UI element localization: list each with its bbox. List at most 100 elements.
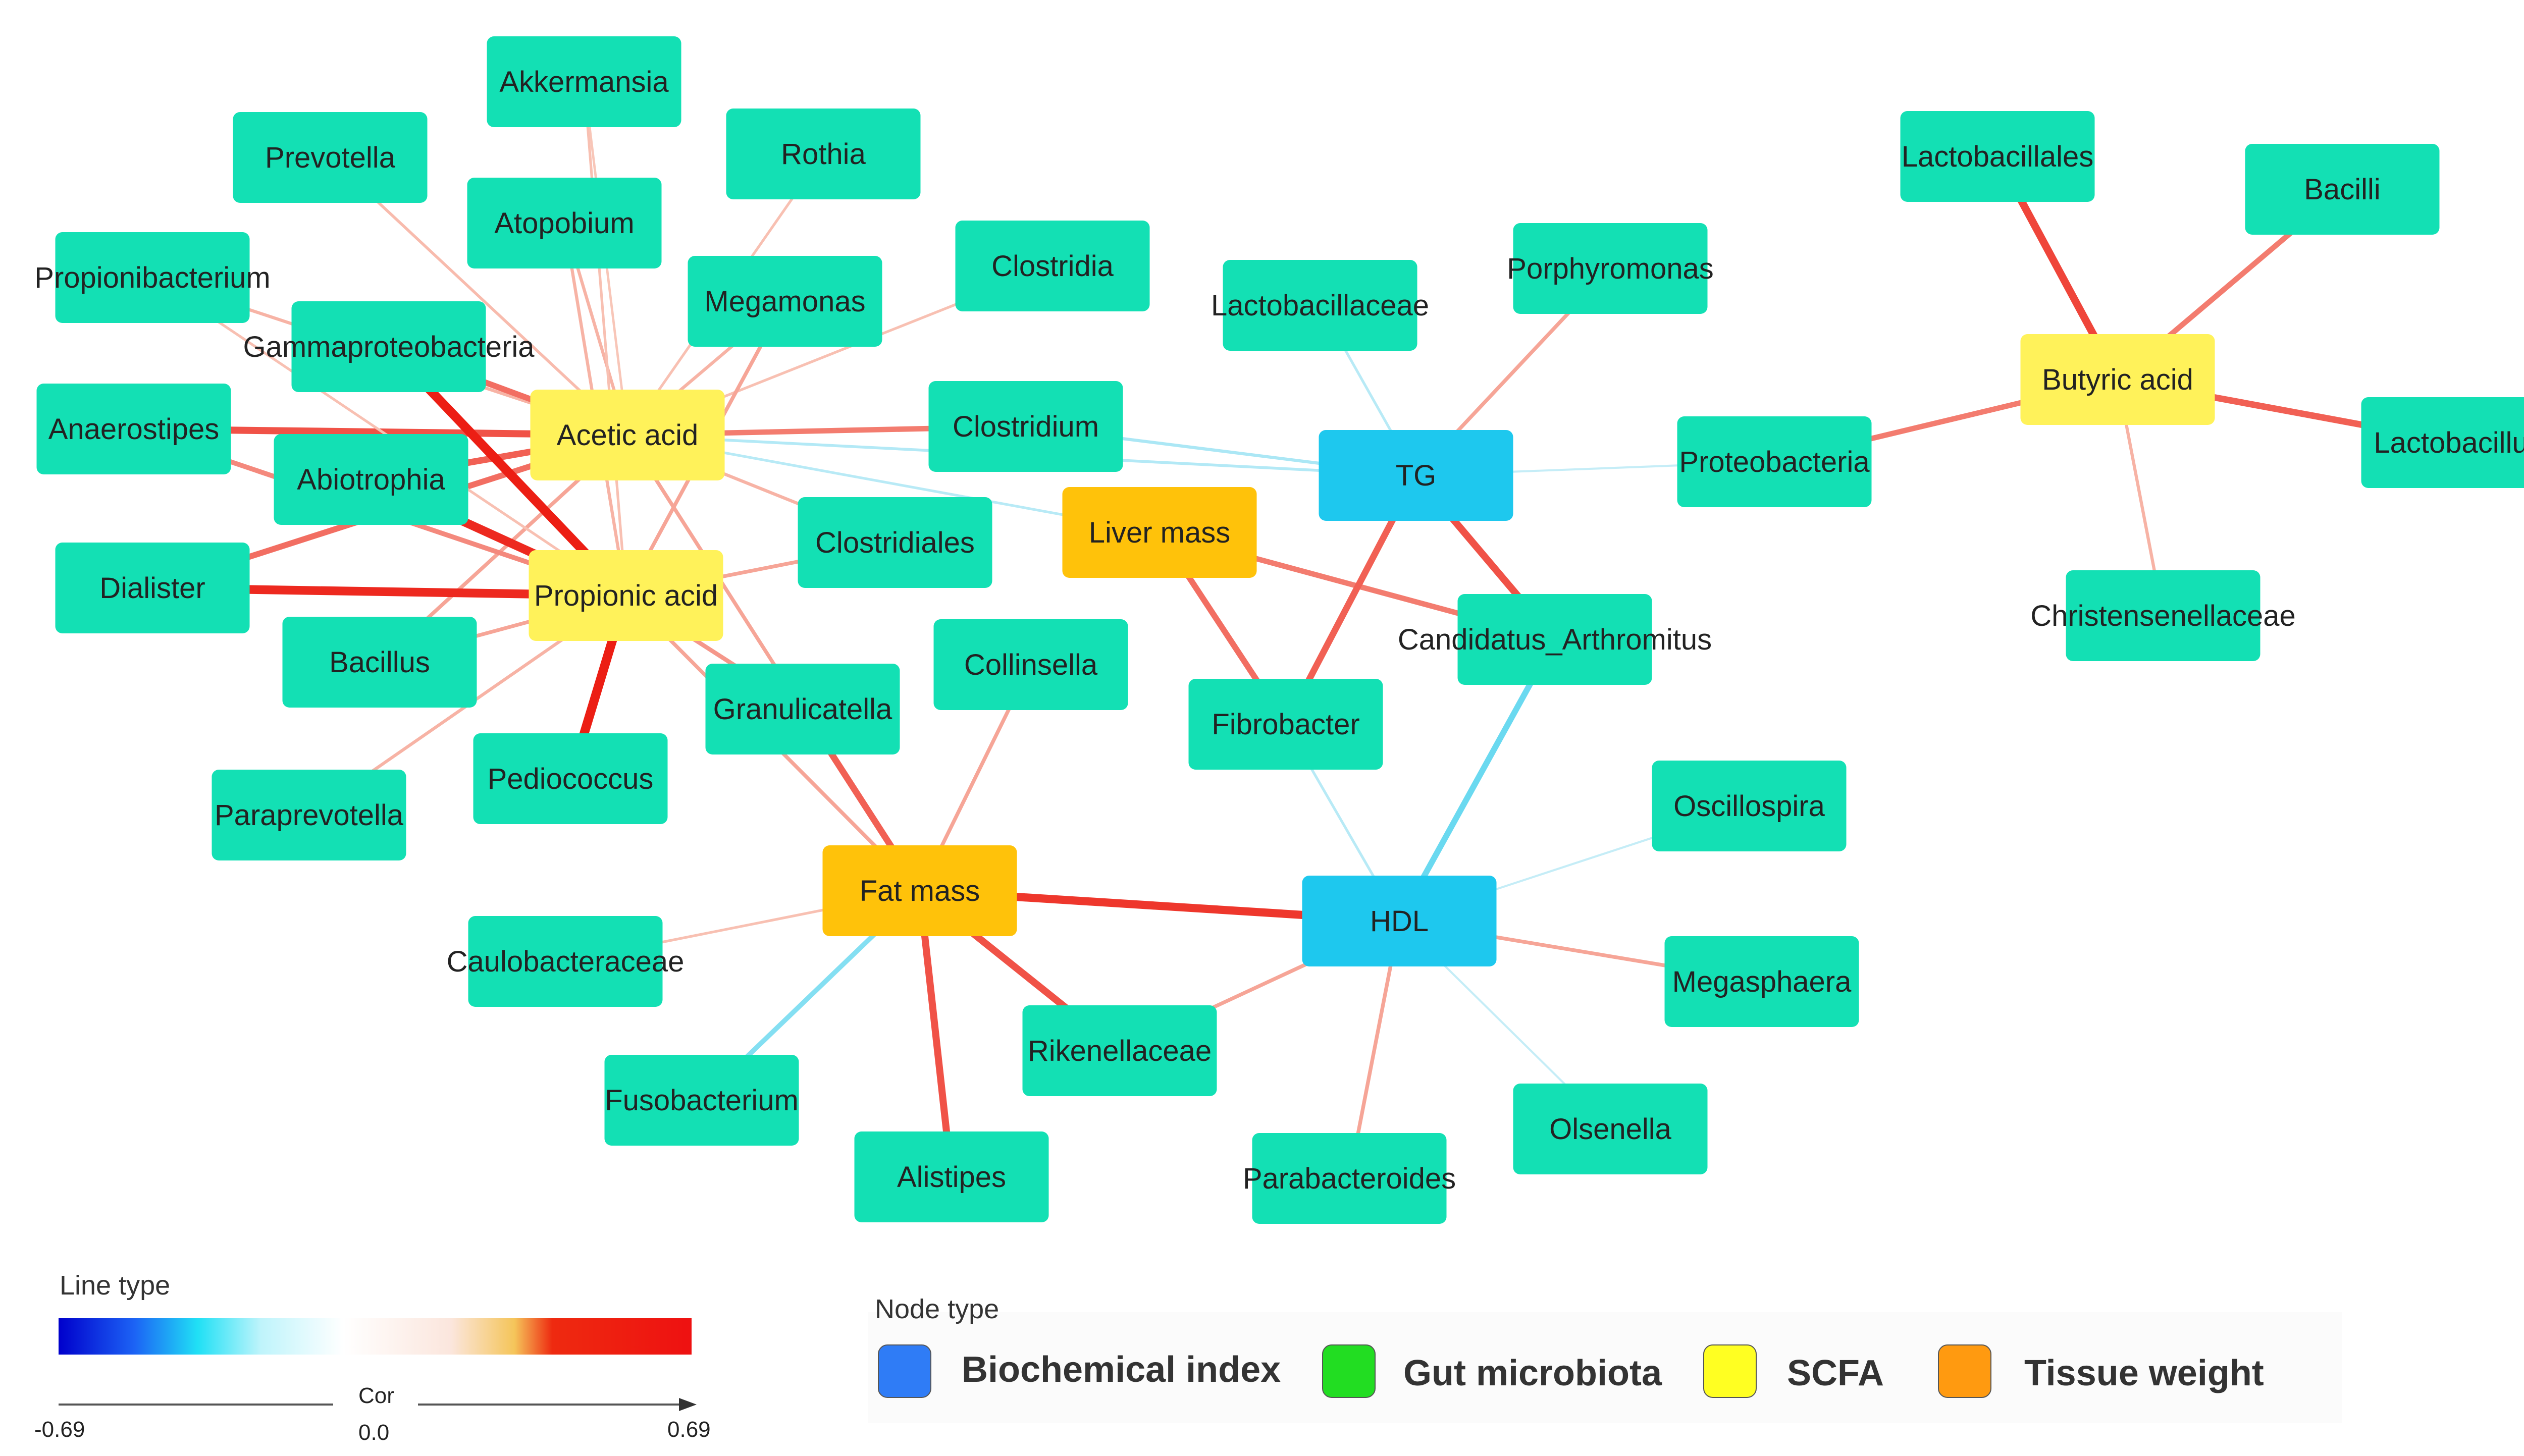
- node-megamonas[interactable]: Megamonas: [688, 256, 882, 347]
- node-box: [1252, 1133, 1447, 1224]
- node-box: [798, 497, 992, 588]
- node-propionic[interactable]: Propionic acid: [529, 550, 723, 641]
- node-atopobium[interactable]: Atopobium: [467, 178, 662, 268]
- edge-fat-alistipes: [916, 887, 955, 1180]
- node-label: Fibrobacter: [1212, 708, 1359, 741]
- node-box: [487, 36, 681, 127]
- edge-acetic-prevotella: [329, 156, 629, 437]
- node-label: Abiotrophia: [297, 463, 445, 496]
- node-pediococcus[interactable]: Pediococcus: [473, 733, 668, 824]
- node-olsenella[interactable]: Olsenella: [1513, 1084, 1708, 1174]
- node-label: Alistipes: [897, 1161, 1006, 1194]
- node-acetic[interactable]: Acetic acid: [530, 390, 725, 480]
- node-box: [1677, 416, 1872, 507]
- cor-axis-label: Cor: [358, 1383, 394, 1408]
- node-label: Christensenellaceae: [2030, 600, 2296, 632]
- node-lactobacillus[interactable]: Lactobacillus: [2361, 397, 2524, 488]
- node-label: Butyric acid: [2042, 363, 2193, 396]
- node-rothia[interactable]: Rothia: [726, 109, 921, 199]
- node-box: [233, 112, 428, 203]
- node-box: [1022, 1005, 1217, 1096]
- node-box: [1513, 223, 1708, 314]
- tissue-weight-swatch: [1938, 1344, 1991, 1398]
- node-gammaproteobacteria[interactable]: Gammaproteobacteria: [243, 301, 535, 392]
- node-box: [933, 619, 1128, 710]
- node-fibrobacter[interactable]: Fibrobacter: [1188, 679, 1383, 770]
- node-label: Rikenellaceae: [1028, 1035, 1212, 1067]
- node-label: Caulobacteraceae: [447, 945, 685, 978]
- node-propionibacterium[interactable]: Propionibacterium: [34, 232, 271, 323]
- node-paraprevotella[interactable]: Paraprevotella: [212, 770, 406, 860]
- node-clostridia[interactable]: Clostridia: [955, 221, 1150, 311]
- node-bacillus[interactable]: Bacillus: [282, 617, 477, 708]
- node-tg[interactable]: TG: [1319, 430, 1513, 521]
- node-box: [467, 178, 662, 268]
- node-oscillospira[interactable]: Oscillospira: [1652, 761, 1847, 851]
- node-box: [1319, 430, 1513, 521]
- correlation-gradient-bar: [59, 1318, 692, 1355]
- node-lactobacillaceae[interactable]: Lactobacillaceae: [1211, 260, 1429, 351]
- node-box: [282, 617, 477, 708]
- node-box: [2066, 570, 2260, 661]
- node-candidatus[interactable]: Candidatus_Arthromitus: [1398, 594, 1712, 685]
- node-lactobacillales[interactable]: Lactobacillales: [1900, 111, 2095, 202]
- node-label: Candidatus_Arthromitus: [1398, 623, 1712, 656]
- node-legend-background: [868, 1312, 2342, 1423]
- node-box: [1513, 1084, 1708, 1174]
- node-alistipes[interactable]: Alistipes: [854, 1131, 1049, 1222]
- line-type-title: Line type: [60, 1270, 170, 1301]
- line-type-legend: Line type Cor -0.69 0.0 0.69: [34, 1270, 711, 1445]
- node-caulobacteraceae[interactable]: Caulobacteraceae: [447, 916, 685, 1007]
- node-christensenellaceae[interactable]: Christensenellaceae: [2030, 570, 2296, 661]
- node-megasphaera[interactable]: Megasphaera: [1664, 936, 1859, 1027]
- node-proteobacteria[interactable]: Proteobacteria: [1677, 416, 1872, 507]
- node-box: [854, 1131, 1049, 1222]
- node-box: [688, 256, 882, 347]
- node-abiotrophia[interactable]: Abiotrophia: [274, 434, 468, 525]
- edge-hdl-candidatus: [1396, 636, 1558, 924]
- node-label: TG: [1396, 459, 1437, 492]
- node-prevotella[interactable]: Prevotella: [233, 112, 428, 203]
- biochemical-swatch: [878, 1344, 931, 1398]
- node-label: Anaerostipes: [48, 413, 220, 446]
- node-hdl[interactable]: HDL: [1302, 876, 1497, 966]
- node-label: Clostridiales: [815, 526, 975, 559]
- node-label: Fat mass: [860, 875, 980, 907]
- node-bacilli[interactable]: Bacilli: [2245, 144, 2440, 235]
- node-box: [928, 381, 1123, 472]
- node-clostridium[interactable]: Clostridium: [928, 381, 1123, 472]
- node-dialister[interactable]: Dialister: [55, 543, 250, 633]
- node-collinsella[interactable]: Collinsella: [933, 619, 1128, 710]
- node-parabacteroides[interactable]: Parabacteroides: [1243, 1133, 1456, 1224]
- node-akkermansia[interactable]: Akkermansia: [487, 36, 681, 127]
- scfa-swatch: [1703, 1344, 1757, 1398]
- node-label: Porphyromonas: [1507, 252, 1713, 285]
- node-box: [822, 845, 1017, 936]
- node-label: Liver mass: [1089, 516, 1230, 549]
- node-liver[interactable]: Liver mass: [1062, 487, 1257, 578]
- node-label: Megasphaera: [1672, 965, 1852, 998]
- node-butyric[interactable]: Butyric acid: [2020, 334, 2215, 425]
- node-box: [2361, 397, 2524, 488]
- node-box: [1900, 111, 2095, 202]
- node-label: Granulicatella: [713, 693, 892, 726]
- node-box: [726, 109, 921, 199]
- node-fat[interactable]: Fat mass: [822, 845, 1017, 936]
- node-box: [1457, 594, 1652, 685]
- scfa-label: SCFA: [1787, 1353, 1884, 1393]
- node-granulicatella[interactable]: Granulicatella: [705, 664, 900, 754]
- node-clostridiales[interactable]: Clostridiales: [798, 497, 992, 588]
- node-label: Proteobacteria: [1679, 446, 1870, 478]
- node-anaerostipes[interactable]: Anaerostipes: [36, 384, 231, 474]
- node-rikenellaceae[interactable]: Rikenellaceae: [1022, 1005, 1217, 1096]
- node-label: Bacilli: [2304, 173, 2381, 206]
- node-label: Clostridium: [953, 410, 1099, 443]
- node-porphyromonas[interactable]: Porphyromonas: [1507, 223, 1714, 314]
- node-label: Gammaproteobacteria: [243, 331, 535, 363]
- node-label: Megamonas: [704, 285, 865, 318]
- cor-min-label: -0.69: [34, 1417, 85, 1442]
- node-label: Lactobacillaceae: [1211, 289, 1429, 322]
- node-fusobacterium[interactable]: Fusobacterium: [604, 1055, 799, 1146]
- node-label: Paraprevotella: [215, 799, 404, 832]
